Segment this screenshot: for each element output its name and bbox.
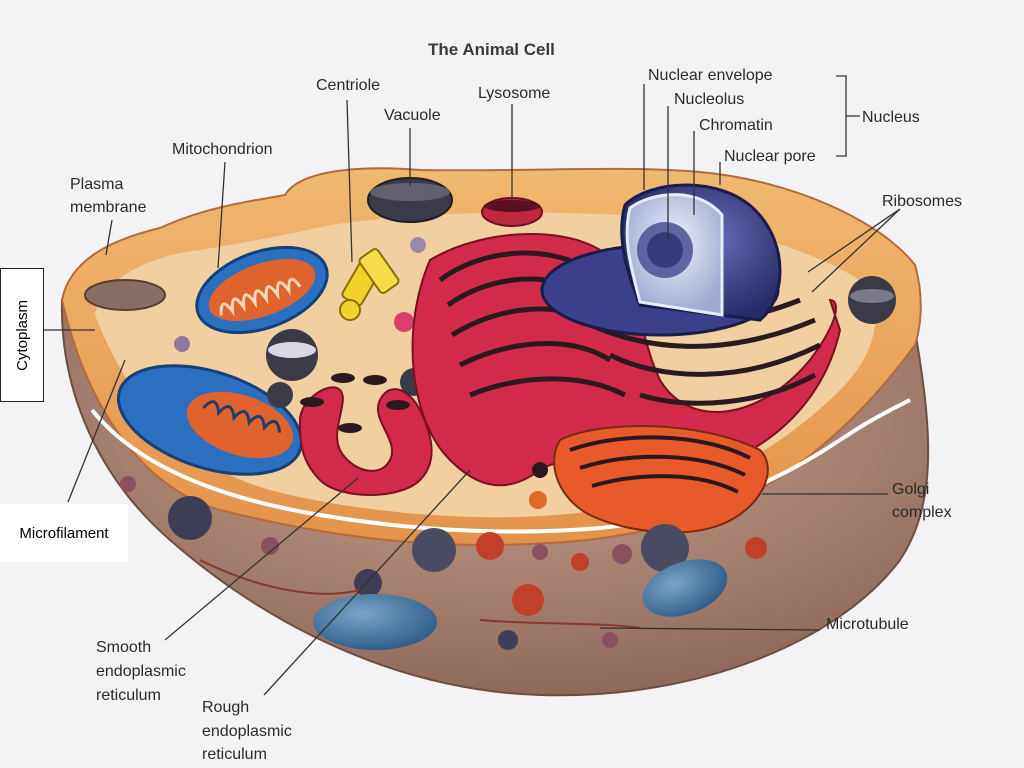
label-smooth-er-line2: endoplasmic <box>96 663 186 680</box>
label-microfilament-box: Microfilament <box>0 504 128 562</box>
vesicle <box>267 382 293 408</box>
label-golgi-line2: complex <box>892 504 952 521</box>
centriole <box>339 248 400 321</box>
vesicle <box>174 336 190 352</box>
label-microfilament: Microfilament <box>19 524 109 542</box>
vesicle-opening <box>850 289 894 303</box>
smooth-er <box>298 373 433 496</box>
label-microtubule: Microtubule <box>826 616 909 633</box>
golgi-complex <box>529 425 769 534</box>
mitochondrion-cut-inner <box>186 391 294 459</box>
label-rough-er-line3: reticulum <box>202 746 267 763</box>
lower-organelles <box>120 476 767 650</box>
label-vacuole: Vacuole <box>384 107 441 124</box>
label-lysosome: Lysosome <box>478 85 551 102</box>
membrane-rim <box>90 398 911 534</box>
label-mitochondrion: Mitochondrion <box>172 141 273 158</box>
mitochondrion-cristae <box>219 277 302 317</box>
membrane-pocket <box>84 279 166 311</box>
label-cytoplasm: Cytoplasm <box>13 299 31 371</box>
label-cytoplasm-box: Cytoplasm <box>0 268 44 402</box>
nucleus <box>540 183 782 337</box>
vesicle-opening <box>268 342 316 358</box>
label-nuclear-envelope: Nuclear envelope <box>648 67 773 84</box>
label-rough-er-line1: Rough <box>202 699 250 716</box>
leader-lines <box>42 75 901 696</box>
label-plasma-membrane-line1: Plasma <box>70 176 124 193</box>
mitochondrion-inner <box>208 258 316 322</box>
label-rough-er-line2: endoplasmic <box>202 723 292 740</box>
mitochondrion-cut-cristae <box>202 400 282 433</box>
lysosome-opening <box>484 200 540 212</box>
label-nucleolus: Nucleolus <box>674 91 745 108</box>
vesicle <box>410 237 426 253</box>
vesicle <box>394 312 414 332</box>
diagram-title: The Animal Cell <box>428 40 555 59</box>
vacuole-opening <box>370 183 450 201</box>
label-golgi-line1: Golgi <box>892 481 930 498</box>
label-plasma-membrane-line2: membrane <box>70 199 147 216</box>
label-nuclear-pore: Nuclear pore <box>724 148 816 165</box>
label-nucleus: Nucleus <box>862 109 920 126</box>
label-smooth-er-line3: reticulum <box>96 687 161 704</box>
label-ribosomes: Ribosomes <box>882 193 963 210</box>
label-chromatin: Chromatin <box>699 117 773 134</box>
label-centriole: Centriole <box>316 77 381 94</box>
label-smooth-er-line1: Smooth <box>96 639 152 656</box>
